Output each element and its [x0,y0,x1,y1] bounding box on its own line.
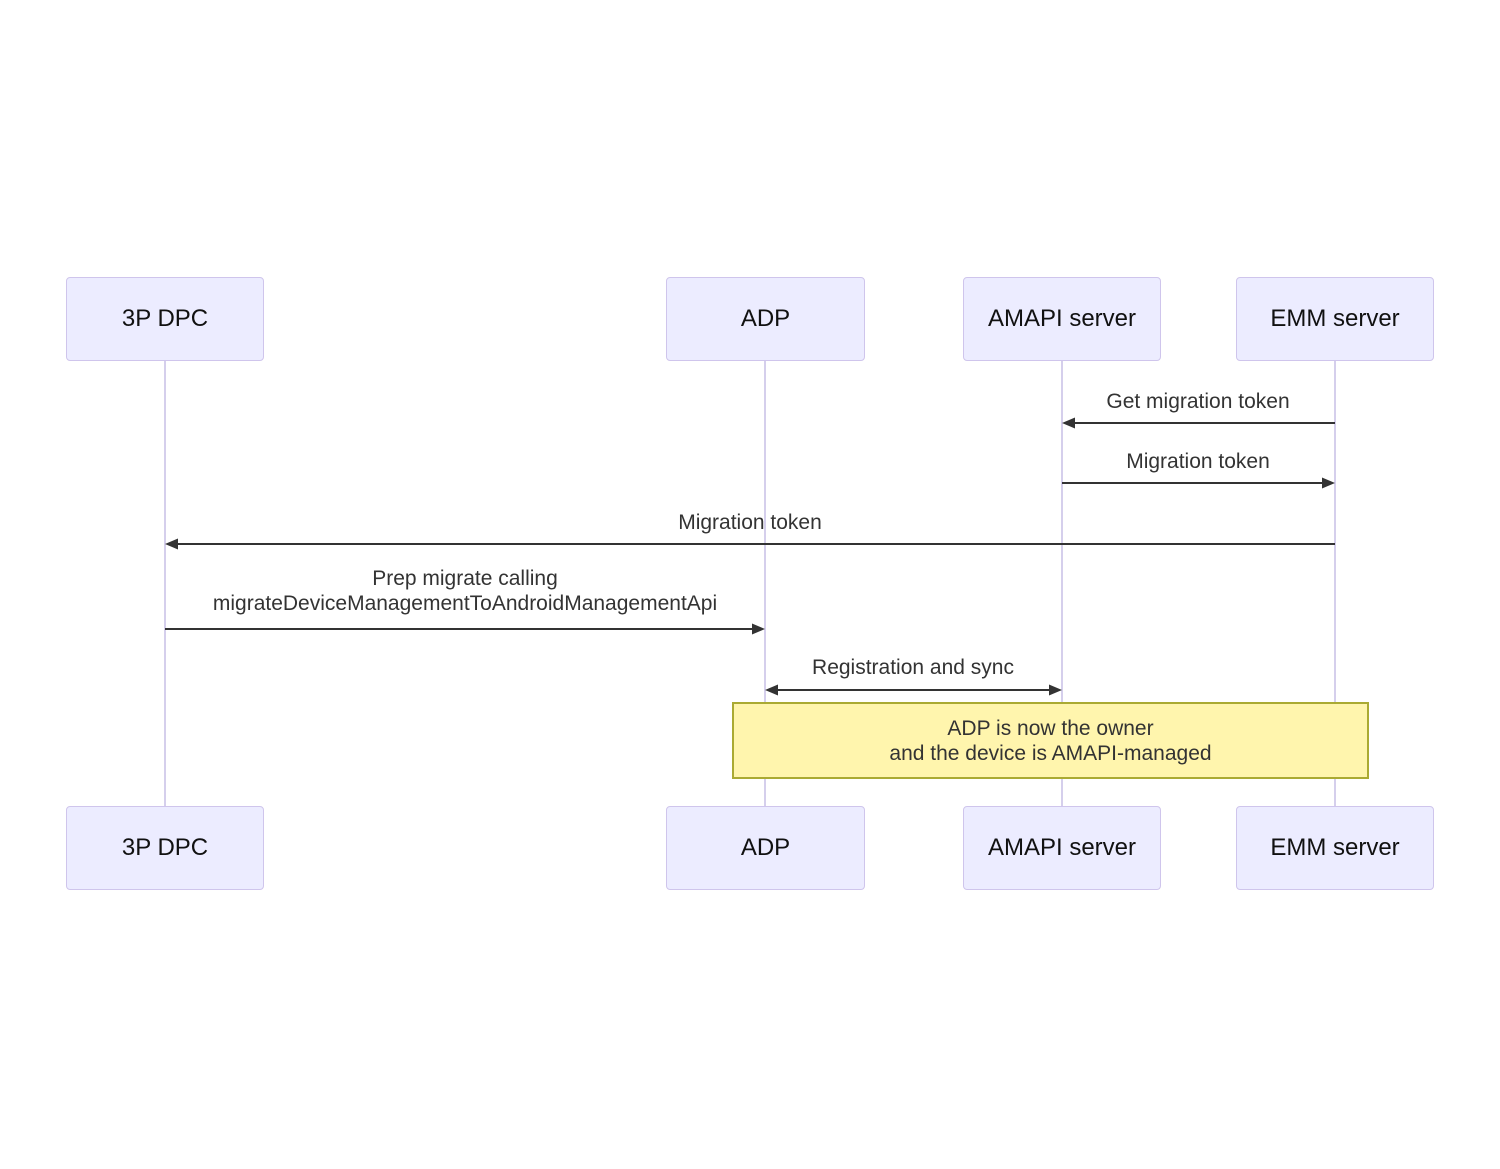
actor-label: EMM server [1270,305,1400,332]
lifeline-amapi-server [1061,361,1063,806]
arrow-migration-token-amapi-to-emm [1062,477,1335,489]
message-label-line: Prep migrate calling [372,567,558,590]
actor-label: 3P DPC [121,834,209,861]
message-label-migration-token-2: Migration token [678,511,822,534]
arrow-prep-migrate [165,623,765,635]
message-label-registration-and-sync: Registration and sync [812,656,1014,679]
message-label-get-migration-token: Get migration token [1106,390,1290,413]
note-line: ADP is now the owner [947,716,1154,740]
actor-amapi-server-top: AMAPI server [963,277,1161,361]
lifeline-3p-dpc [164,361,166,806]
note-line: and the device is AMAPI-managed [889,741,1212,765]
actor-emm-server-top: EMM server [1236,277,1434,361]
arrow-migration-token-emm-to-dpc [165,538,1335,550]
arrowhead-left-icon [1062,417,1075,429]
message-label-prep-migrate: Prep migrate calling migrateDeviceManage… [213,566,717,616]
message-label-migration-token-1: Migration token [1126,450,1270,473]
lifeline-emm-server [1334,361,1336,806]
actor-label: EMM server [1270,834,1400,861]
actor-label: ADP [740,834,791,861]
message-label-line: migrateDeviceManagementToAndroidManageme… [212,592,718,615]
actor-3p-dpc-top: 3P DPC [66,277,264,361]
arrowhead-right-icon [1049,684,1062,696]
lifeline-adp [764,361,766,806]
arrowhead-left-icon [765,684,778,696]
actor-3p-dpc-bottom: 3P DPC [66,806,264,890]
note-adp-owner: ADP is now the owner and the device is A… [732,702,1369,779]
actor-amapi-server-bottom: AMAPI server [963,806,1161,890]
arrow-registration-and-sync [765,684,1062,696]
actor-label: 3P DPC [121,305,209,332]
actor-label: AMAPI server [987,305,1137,332]
actor-label: ADP [740,305,791,332]
actor-label: AMAPI server [987,834,1137,861]
arrow-get-migration-token [1062,417,1335,429]
actor-adp-top: ADP [666,277,865,361]
arrowhead-right-icon [752,623,765,635]
actor-adp-bottom: ADP [666,806,865,890]
arrowhead-left-icon [165,538,178,550]
actor-emm-server-bottom: EMM server [1236,806,1434,890]
arrowhead-right-icon [1322,477,1335,489]
